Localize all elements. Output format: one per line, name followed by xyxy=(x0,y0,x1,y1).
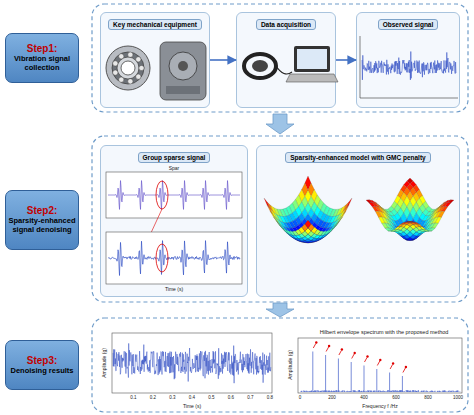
axis-label: Amplitude (g) xyxy=(102,348,107,378)
block-arrow xyxy=(266,114,294,134)
flow-arrow xyxy=(336,59,356,61)
peak-marker xyxy=(315,341,317,343)
peak-marker xyxy=(339,351,342,356)
step-number: Step2: xyxy=(27,205,58,217)
peak-marker xyxy=(390,365,393,370)
axis-label: Time (s) xyxy=(183,404,201,409)
process-box: Sparsity-enhanced model with GMC penalty xyxy=(256,145,460,297)
box-heading: Group sparse signal xyxy=(138,152,211,163)
axis-label: Frequency f /Hz xyxy=(362,404,397,409)
dashed-container xyxy=(92,4,468,112)
axis-label: 200 xyxy=(328,396,336,401)
peak-marker xyxy=(326,347,329,352)
axis-label: 800 xyxy=(424,396,432,401)
step-box: Step1:Vibration signal collection xyxy=(5,33,79,83)
axis-label: 0.3 xyxy=(169,396,175,401)
axis-label: 0.5 xyxy=(208,396,214,401)
envelope-spectrum-plot xyxy=(298,338,462,393)
axis-label: 600 xyxy=(392,396,400,401)
axis-label: 400 xyxy=(360,396,368,401)
axis-label: 1000 xyxy=(453,396,463,401)
step-box: Step3:Denoising results xyxy=(5,340,79,390)
peak-marker xyxy=(392,362,394,364)
process-box: Data acquisition xyxy=(236,12,336,108)
axis-label: 0 xyxy=(299,396,302,401)
dashed-container xyxy=(92,318,468,412)
peak-marker xyxy=(341,348,343,350)
axis-label: 0.2 xyxy=(150,396,156,401)
peak-marker xyxy=(352,354,355,359)
step-title: Denoising results xyxy=(11,367,74,376)
peak-marker xyxy=(403,368,406,373)
process-box: Observed signal xyxy=(356,12,460,108)
box-heading: Data acquisition xyxy=(256,19,316,30)
process-box: Key mechanical equipment xyxy=(100,12,210,108)
box-heading: Key mechanical equipment xyxy=(108,19,202,30)
peak-marker xyxy=(354,352,356,354)
block-arrow xyxy=(266,303,294,317)
step-title: Vibration signal collection xyxy=(8,55,76,72)
peak-marker xyxy=(366,355,368,357)
axis-label: 0.1 xyxy=(130,396,136,401)
box-heading: Observed signal xyxy=(378,19,439,30)
axis-label: Spar xyxy=(169,166,180,171)
step-box: Step2:Sparsity-enhanced signal denoising xyxy=(5,190,79,250)
peak-marker xyxy=(379,359,381,361)
peak-marker xyxy=(405,366,407,368)
box-heading: Sparsity-enhanced model with GMC penalty xyxy=(285,152,430,163)
denoised-signal-plot xyxy=(112,333,272,393)
axis-label: 0.6 xyxy=(228,396,234,401)
axis-label: 0.8 xyxy=(267,396,273,401)
flow-arrow xyxy=(210,59,236,61)
peak-marker xyxy=(365,358,368,363)
step-number: Step3: xyxy=(27,355,58,367)
peak-marker xyxy=(328,345,330,347)
axis-label: Hilbert envelope spectrum with the propo… xyxy=(320,330,449,336)
axis-label: 0.4 xyxy=(189,396,195,401)
step-title: Sparsity-enhanced signal denoising xyxy=(8,217,76,234)
peak-marker xyxy=(313,344,316,349)
peak-marker xyxy=(377,361,380,366)
dashed-container xyxy=(92,136,468,302)
axis-label: Amplitude (g) xyxy=(288,350,293,380)
step-number: Step1: xyxy=(27,43,58,55)
axis-label: Time (s) xyxy=(165,287,183,292)
axis-label: 0.7 xyxy=(247,396,253,401)
